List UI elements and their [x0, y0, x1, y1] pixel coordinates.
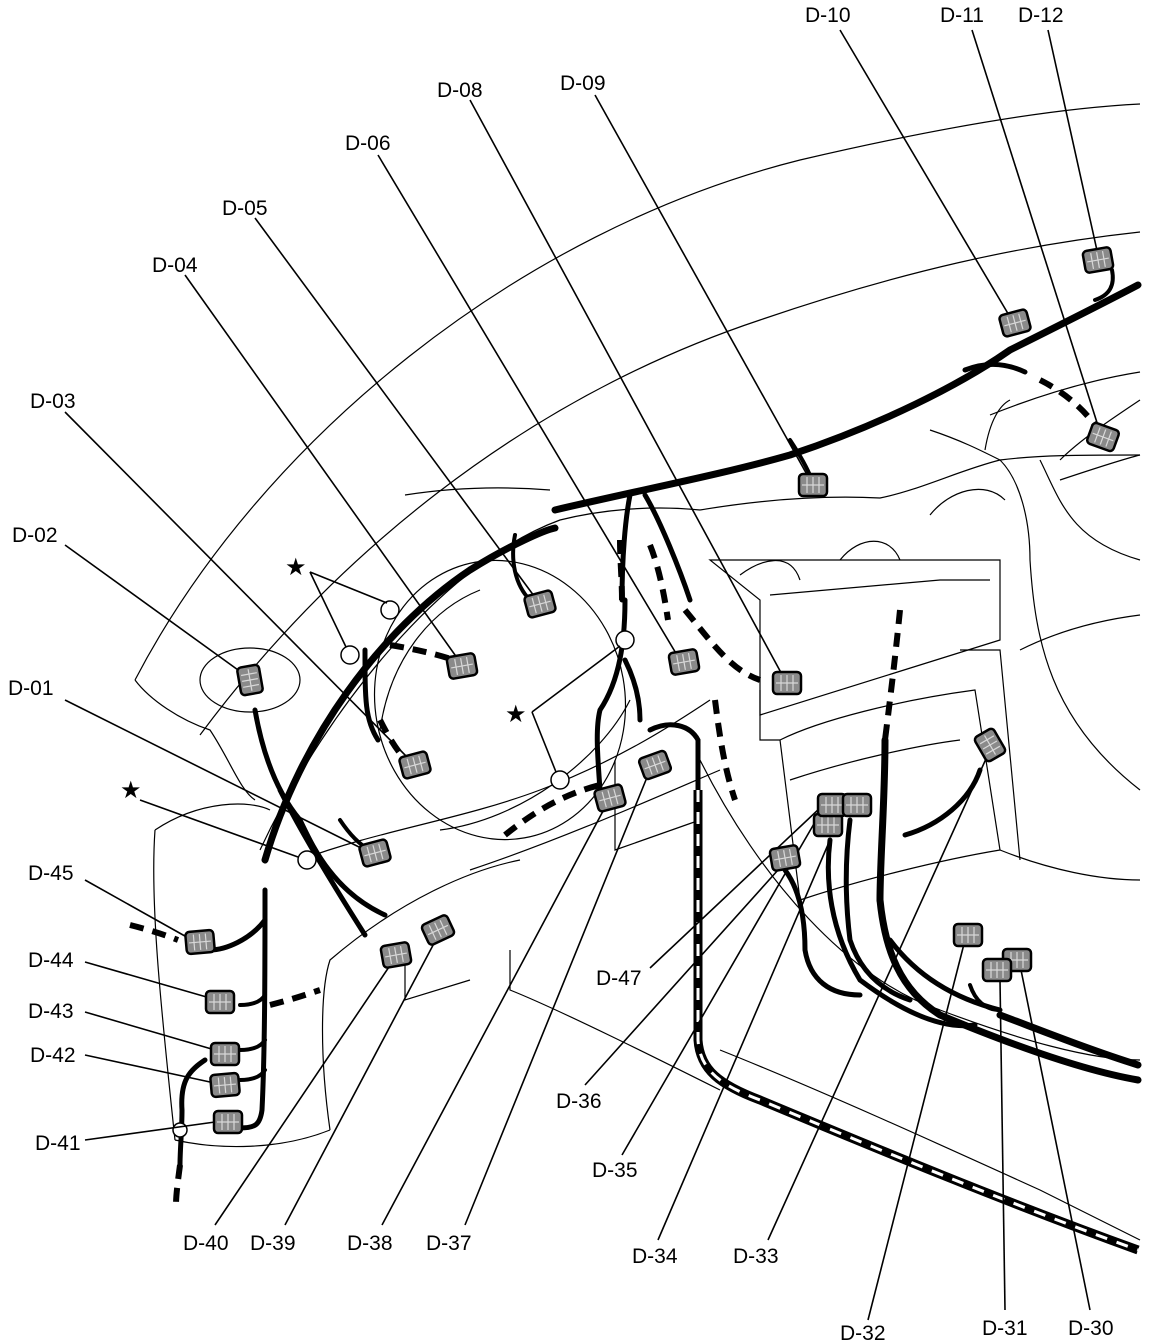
callout-label: D-11: [940, 4, 984, 27]
callout-label: D-08: [437, 79, 483, 102]
callout-label: D-34: [632, 1245, 678, 1268]
callout-label: D-37: [426, 1232, 472, 1255]
clamp-marker: [297, 850, 317, 870]
connector-d-12: [1081, 246, 1115, 274]
callout-label: D-45: [28, 862, 74, 885]
wire-harness: [129, 268, 1142, 1255]
connector-d-43: [209, 1041, 241, 1067]
callout-label: D-47: [596, 967, 642, 990]
connector-d-42: [209, 1071, 241, 1099]
clamp-marker: [340, 645, 360, 665]
callout-label: D-40: [183, 1232, 229, 1255]
connector-d-05: [523, 589, 557, 619]
callout-labels: D-01 D-02 D-03 D-04 D-05 D-06 D-08 D-09 …: [8, 4, 1114, 1344]
connector-d-02: [236, 663, 264, 697]
clamp-marker: [172, 1122, 188, 1138]
connector-d-45: [184, 928, 216, 956]
callout-label: D-04: [152, 254, 198, 277]
callout-label: D-38: [347, 1232, 393, 1255]
callout-label: D-03: [30, 390, 76, 413]
connector-d-39: [420, 914, 456, 946]
callout-label: D-36: [556, 1090, 602, 1113]
clamp-marker: [380, 600, 400, 620]
connector-d-33: [973, 727, 1007, 763]
callout-label: D-43: [28, 1000, 74, 1023]
callout-label: D-39: [250, 1232, 296, 1255]
callout-label: D-10: [805, 4, 851, 27]
connector-d-01: [358, 838, 392, 868]
connector-d-35: [816, 792, 848, 818]
clamp-marker: [615, 630, 635, 650]
star-marker: ★: [120, 776, 142, 804]
callout-label: D-12: [1018, 4, 1064, 27]
callout-label: D-02: [12, 524, 58, 547]
callout-label: D-06: [345, 132, 391, 155]
connector-d-36: [768, 844, 802, 872]
connector-d-47: [841, 792, 873, 818]
star-marker: ★: [285, 553, 307, 581]
callout-label: D-44: [28, 949, 74, 972]
connector-d-11: [1085, 421, 1121, 453]
callout-label: D-33: [733, 1245, 779, 1268]
callout-label: D-09: [560, 72, 606, 95]
callout-label: D-30: [1068, 1317, 1114, 1340]
callout-label: D-35: [592, 1159, 638, 1182]
leader-lines: [64, 29, 1101, 1321]
star-marker: ★: [505, 700, 527, 728]
connector-layer: [184, 246, 1121, 1135]
connector-d-08: [771, 670, 803, 696]
callout-label: D-41: [35, 1132, 81, 1155]
body-outline: [134, 103, 1141, 1241]
callout-label: D-31: [982, 1317, 1028, 1340]
connector-d-31: [981, 957, 1013, 983]
callout-label: D-32: [840, 1322, 886, 1344]
connector-d-38: [593, 783, 627, 813]
connector-d-37: [637, 749, 673, 781]
callout-label: D-05: [222, 197, 268, 220]
clamp-points: ★ ★ ★: [120, 553, 635, 1138]
callout-label: D-42: [30, 1044, 76, 1067]
connector-d-09: [797, 472, 829, 498]
clamp-marker: [550, 770, 570, 790]
connector-d-41: [212, 1109, 244, 1135]
connector-d-34: [812, 812, 844, 838]
callout-label: D-01: [8, 677, 54, 700]
connector-d-10: [998, 308, 1032, 338]
connector-d-06: [667, 648, 701, 676]
connector-d-32: [952, 922, 984, 948]
connector-d-03: [398, 750, 432, 780]
connector-d-40: [379, 941, 413, 969]
connector-d-04: [445, 652, 479, 680]
connector-d-44: [204, 989, 236, 1015]
